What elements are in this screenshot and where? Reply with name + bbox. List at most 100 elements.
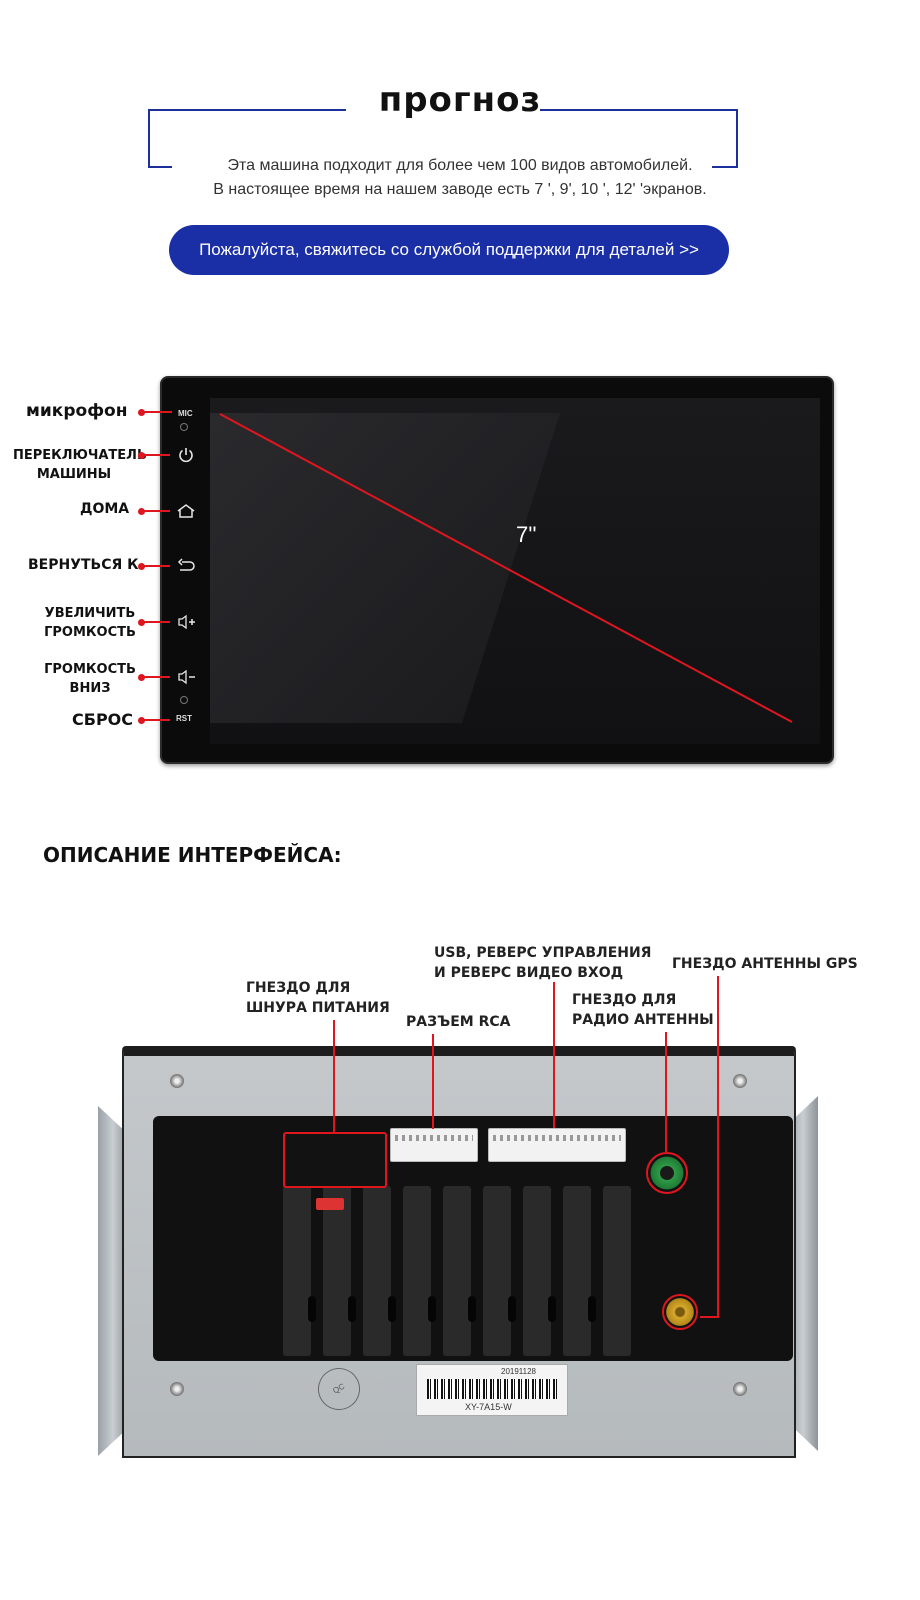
rca-label: РАЗЪЕМ RCA	[406, 1014, 511, 1030]
power-label-line2: МАШИНЫ	[36, 467, 112, 482]
model-sticker: 20191128 XY-7A15-W	[416, 1364, 568, 1416]
home-pointer-dot	[138, 508, 145, 515]
sticker-model: XY-7A15-W	[465, 1402, 512, 1412]
heat-fin	[523, 1186, 551, 1356]
gps-antenna-label: ГНЕЗДО АНТЕННЫ GPS	[672, 956, 858, 972]
mic-hole	[180, 423, 188, 431]
reset-pointer-dot	[138, 717, 145, 724]
interface-section-title: ОПИСАНИЕ ИНТЕРФЕЙСА:	[43, 843, 342, 867]
radio-antenna-leader	[665, 1032, 667, 1152]
power-socket-label-line2: ШНУРА ПИТАНИЯ	[246, 1000, 390, 1016]
volume-up-icon[interactable]	[177, 614, 195, 632]
head-unit-front: MIC RST	[160, 376, 834, 764]
volume-down-label-line1: ГРОМКОСТЬ	[44, 662, 136, 677]
power-socket-leader	[333, 1020, 335, 1132]
heat-fin	[483, 1186, 511, 1356]
heat-fin	[403, 1186, 431, 1356]
heat-fin	[443, 1186, 471, 1356]
screen-reflection	[210, 413, 560, 723]
volume-up-pointer-dot	[138, 619, 145, 626]
title-frame-bottom-left	[148, 166, 172, 168]
rca-leader	[432, 1034, 434, 1129]
usb-connector-pins	[493, 1135, 621, 1141]
rca-connector-pins	[395, 1135, 473, 1141]
power-socket-label: ГНЕЗДО ДЛЯ ШНУРА ПИТАНИЯ	[246, 978, 390, 1018]
usb-label-line2: И РЕВЕРС ВИДЕО ВХОД	[434, 965, 624, 981]
heat-fin	[363, 1186, 391, 1356]
radio-antenna-label: ГНЕЗДО ДЛЯ РАДИО АНТЕННЫ	[572, 990, 714, 1030]
usb-label: USB, РЕВЕРС УПРАВЛЕНИЯ И РЕВЕРС ВИДЕО ВХ…	[434, 943, 651, 983]
gps-antenna-socket[interactable]	[662, 1294, 698, 1330]
mic-tag: MIC	[178, 409, 193, 418]
screw-top-left	[170, 1074, 184, 1088]
radio-antenna-label-line1: ГНЕЗДО ДЛЯ	[572, 992, 677, 1008]
power-label: ПЕРЕКЛЮЧАТЕЛЬ МАШИНЫ	[13, 446, 147, 484]
home-pointer	[140, 510, 170, 512]
volume-down-label-line2: ВНИЗ	[69, 681, 111, 696]
mic-pointer	[140, 411, 172, 413]
usb-leader	[553, 982, 555, 1128]
heat-fin	[603, 1186, 631, 1356]
volume-down-pointer-dot	[138, 674, 145, 681]
volume-down-pointer	[140, 676, 170, 678]
contact-support-button[interactable]: Пожалуйста, свяжитесь со службой поддерж…	[169, 225, 729, 275]
power-icon[interactable]	[177, 447, 195, 465]
vent-slot	[428, 1296, 436, 1322]
fuse	[316, 1198, 344, 1210]
display-screen	[210, 398, 820, 744]
title-frame-side-left	[148, 109, 150, 166]
vent-slot	[588, 1296, 596, 1322]
description-line2: В настоящее время на нашем заводе есть 7…	[213, 181, 707, 198]
mic-label: микрофон	[26, 401, 128, 421]
power-label-line1: ПЕРЕКЛЮЧАТЕЛЬ	[13, 448, 147, 463]
reset-hole	[180, 696, 188, 704]
power-connector[interactable]	[283, 1132, 387, 1188]
vent-slot	[388, 1296, 396, 1322]
heat-fin	[323, 1186, 351, 1356]
volume-up-label-line1: УВЕЛИЧИТЬ	[44, 606, 136, 621]
screen-size-label: 7''	[516, 522, 537, 547]
home-icon[interactable]	[177, 503, 195, 521]
heat-fin	[563, 1186, 591, 1356]
sticker-date: 20191128	[501, 1367, 536, 1376]
back-pointer-dot	[138, 563, 145, 570]
back-icon[interactable]	[177, 558, 195, 576]
volume-down-label: ГРОМКОСТЬ ВНИЗ	[40, 660, 140, 698]
page-title: прогноз	[378, 80, 542, 120]
title-frame-side-right	[736, 109, 738, 166]
reset-label: СБРОС	[72, 710, 134, 729]
screw-top-right	[733, 1074, 747, 1088]
vent-slot	[508, 1296, 516, 1322]
radio-antenna-socket[interactable]	[646, 1152, 688, 1194]
rst-tag: RST	[176, 714, 192, 723]
power-socket-label-line1: ГНЕЗДО ДЛЯ	[246, 980, 351, 996]
vent-slot	[468, 1296, 476, 1322]
rca-connector[interactable]	[390, 1128, 478, 1162]
volume-up-pointer	[140, 621, 170, 623]
title-frame-bottom-right	[712, 166, 738, 168]
vent-slot	[548, 1296, 556, 1322]
volume-up-label-line2: ГРОМКОСТЬ	[44, 625, 136, 640]
usb-connector[interactable]	[488, 1128, 626, 1162]
description-line1: Эта машина подходит для более чем 100 ви…	[227, 157, 693, 174]
volume-up-label: УВЕЛИЧИТЬ ГРОМКОСТЬ	[40, 604, 140, 642]
screw-bottom-left	[170, 1382, 184, 1396]
title-frame-left	[148, 109, 346, 111]
mic-pointer-dot	[138, 409, 145, 416]
usb-label-line1: USB, РЕВЕРС УПРАВЛЕНИЯ	[434, 945, 652, 961]
barcode	[427, 1379, 557, 1399]
back-pointer	[140, 565, 170, 567]
heat-fin	[283, 1186, 311, 1356]
screw-bottom-right	[733, 1382, 747, 1396]
volume-down-icon[interactable]	[177, 669, 195, 687]
vent-slot	[308, 1296, 316, 1322]
home-label: ДОМА	[80, 501, 130, 517]
power-pointer	[140, 454, 170, 456]
power-pointer-dot	[138, 452, 145, 459]
head-unit-back: QC 20191128 XY-7A15-W	[98, 1046, 818, 1458]
gps-antenna-leader	[717, 976, 719, 1316]
back-label: ВЕРНУТЬСЯ К	[28, 557, 139, 573]
gps-antenna-leader-foot	[700, 1316, 719, 1318]
vent-slot	[348, 1296, 356, 1322]
reset-pointer	[140, 719, 170, 721]
